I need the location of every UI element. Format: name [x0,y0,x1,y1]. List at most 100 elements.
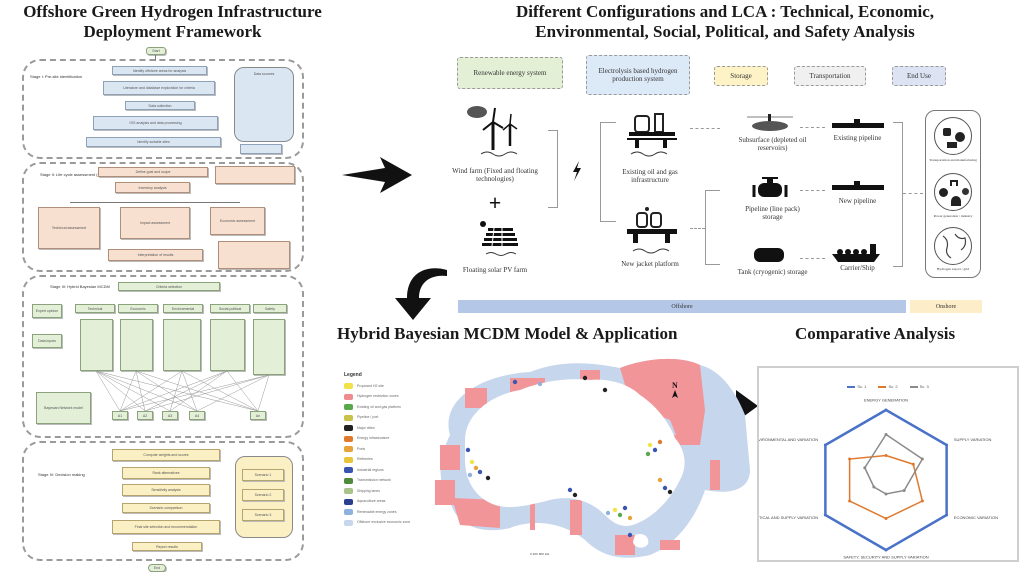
port-icon [344,414,353,421]
connector [155,55,156,61]
radar-point [920,499,924,503]
stage-4-label: Stage IV: Decision making [38,472,85,477]
config-title-line1: Different Configurations and LCA : Techn… [515,2,935,21]
radar-axis-label: SUPPLY VARIATION [954,437,992,442]
radar-point [863,466,867,470]
radar-point [945,513,949,517]
flow-box [215,166,295,184]
new-pipeline-label: New pipeline [838,197,877,205]
area-icon [344,393,353,400]
flow-box: Data collection [125,101,195,110]
legend-label: Major cities [357,425,375,430]
legend-label: Offshore exclusive economic zone [357,520,411,524]
triangle-icon [344,509,353,516]
radar-axis-label: SAFETY, ENVIRONMENTAL AND VARIATION [759,437,818,442]
map-marker [572,492,578,498]
legend-item: Energy infrastructure [344,434,424,445]
radar-point [884,433,888,436]
flow-box: Economic [118,304,158,313]
flow-box: Technical [75,304,115,313]
flow-box: Technical assessment [38,207,100,249]
scenario-database: Scenario 1 Scenario 2 Scenario 3 [235,456,293,538]
end-use-label: Power generation / industry [933,214,973,218]
onshore-band: Onshore [910,300,982,313]
wind-turbine-icon [467,106,518,157]
legend-item: Existing oil and gas platform [344,402,424,413]
refinery-icon [344,456,353,463]
connector [705,190,720,265]
new-platform-label: New jacket platform [621,260,679,268]
end-use-label: Hydrogen export / grid [936,267,970,271]
legend-swatch [909,385,918,388]
legend-title: Legend [344,372,362,378]
stage-1-label: Stage I: Pre-site identification [30,74,83,79]
alternative-node: An [250,411,266,420]
map-marker [647,442,653,448]
legend-label: Sc. 2 [888,384,898,389]
scale-bar: 0 400 800 km [530,552,550,556]
flow-box: Rank alternatives [122,467,210,479]
pin-icon [344,383,353,390]
category-electrolysis: Electrolysis based hydrogen production s… [586,55,690,95]
connector [70,202,240,203]
industry-icon [934,117,972,155]
existing-infrastructure-label: Existing oil and gas infrastructure [622,168,678,185]
radar-series-2 [848,454,924,520]
legend-label: Proposed H2 site [357,383,384,388]
connector [600,122,616,222]
flow-box [210,319,245,371]
legend-item: Aquaculture areas [344,497,424,508]
radar-point [872,485,876,489]
stage-3-container [22,275,304,438]
legend-label: Transmission network [357,478,391,482]
radar-legend-item: Sc. 1 [847,384,866,389]
legend-label: Existing oil and gas platform [357,404,401,409]
bracket [893,122,903,267]
flow-box: Data inputs [32,334,62,348]
plus-icon: + [488,190,502,215]
flow-box: Safety [253,304,287,313]
map-marker [605,510,611,516]
flow-box: Define goal and scope [98,167,208,177]
stage-1-container [22,59,304,159]
legend-swatch [847,385,856,388]
legend-item: Major cities [344,423,424,434]
carrier-ship-icon [832,244,880,262]
start-node: Start [146,47,166,55]
subsurface-storage-icon [747,114,793,131]
map-marker [662,485,668,491]
connector [800,190,825,191]
tank-storage-label: Tank (cryogenic) storage [737,268,808,276]
radar-point [823,513,827,517]
radar-point [884,492,888,496]
platform-icon [344,404,353,411]
globe-icon [934,227,972,265]
map-marker [485,475,491,481]
radar-legend-item: Sc. 2 [878,384,898,389]
pipeline-storage-label: Pipeline (line pack) storage [745,205,800,222]
flow-box: Identify suitable sites [86,137,221,147]
flow-box: Social-political [210,304,250,313]
radar-point [902,489,906,492]
flow-box: Impact assessment [120,207,190,239]
map-marker [627,532,633,538]
bracket [548,130,558,208]
map-marker [469,459,475,465]
flow-box [240,144,282,154]
map-marker [612,507,618,513]
flow-box [80,319,113,371]
map-title: Hybrid Bayesian MCDM Model & Application [337,324,678,343]
alternative-node: A1 [112,411,128,420]
map-marker [537,381,543,387]
legend-item: Offshore exclusive economic zone [344,518,424,529]
legend-label: Pipeline / port [357,415,379,419]
category-end-use: End Use [892,66,946,86]
flow-box: Bayesian Network model [36,392,91,424]
solar-panel-icon [480,221,518,256]
flow-box: Environmental [163,304,203,313]
map-marker [602,387,608,393]
map-marker [645,451,651,457]
map-marker [657,477,663,483]
